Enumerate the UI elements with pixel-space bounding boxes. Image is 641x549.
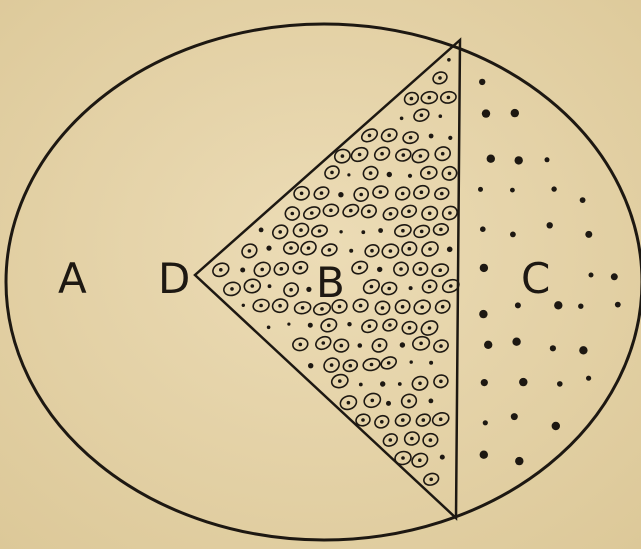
label-c: C [521, 254, 551, 303]
region-b-dots [212, 58, 460, 486]
triangle-region-b [193, 37, 462, 521]
label-b: B [316, 258, 345, 307]
label-d: D [158, 254, 191, 303]
outer-ellipse [4, 22, 641, 542]
region-c-dots [478, 78, 621, 466]
label-a: A [58, 254, 87, 303]
